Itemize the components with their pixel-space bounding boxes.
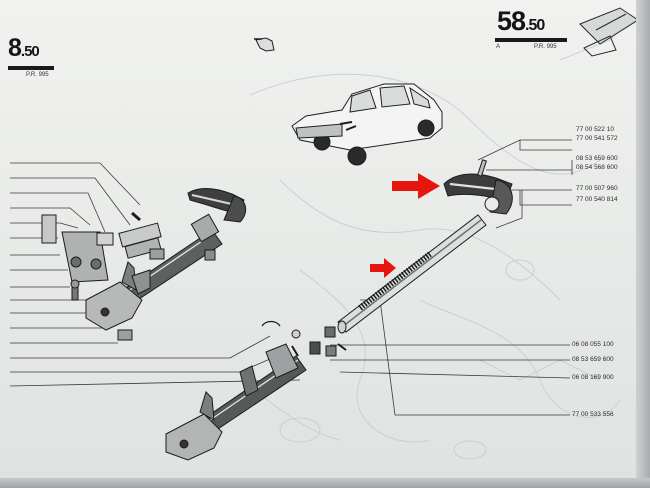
red-arrow-rod [370, 258, 396, 278]
right-header-rule [495, 38, 567, 42]
header-illustration [579, 7, 639, 57]
left-page-number: 8.50 [8, 34, 40, 62]
part-ref: 08 53 659 600 [572, 356, 614, 363]
part-ref: 06 08 169 900 [572, 374, 614, 381]
part-ref: 77 00 533 556 [572, 411, 614, 418]
right-page-ref: P.R. 995 [534, 44, 557, 50]
lower-steering-column [165, 320, 307, 461]
right-page-number: 58.50 [497, 6, 545, 36]
page-edge-right [636, 0, 650, 488]
part-ref: 77 00 540 814 [576, 196, 618, 203]
car-icon [291, 83, 443, 166]
page-edge-bottom [0, 478, 650, 488]
upper-steering-column [41, 188, 247, 341]
part-ref: 08 54 568 600 [576, 164, 618, 171]
part-ref: 08 53 659 600 [576, 155, 618, 162]
pointing-hand-icon [254, 37, 275, 52]
right-page-letter: A [496, 44, 501, 50]
left-page-ref: P.R. 995 [26, 72, 49, 78]
red-arrow-handle [392, 173, 440, 199]
part-ref: 77 00 507 960 [576, 185, 618, 192]
part-ref: 77 00 541 572 [576, 135, 618, 142]
left-header-rule [8, 66, 54, 70]
control-rod-assembly [309, 159, 513, 357]
part-ref: 06 08 055 100 [572, 341, 614, 348]
part-ref: 77 00 522 10 [576, 126, 614, 133]
